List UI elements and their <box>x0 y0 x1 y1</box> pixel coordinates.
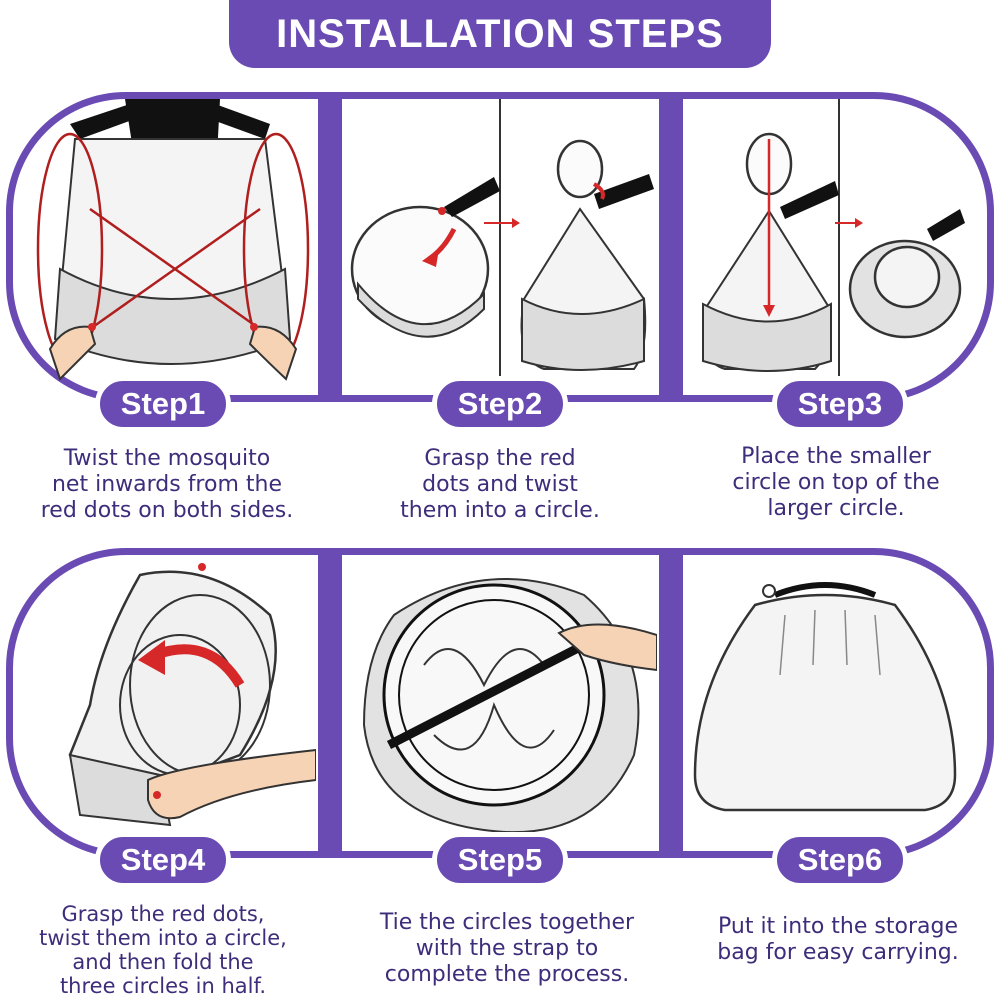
row1-divider-2 <box>659 92 683 402</box>
row2-divider-1 <box>318 548 342 858</box>
step1-line-2: net inwards from the <box>51 472 282 497</box>
step1-badge: Step1 <box>95 376 231 432</box>
step3-line-3: larger circle. <box>767 496 905 521</box>
step2-description: Grasp the red dots and twist them into a… <box>345 446 655 524</box>
step4-line-1: Grasp the red dots, <box>61 902 265 926</box>
step4-line-4: three circles in half. <box>59 974 267 998</box>
step6-line-2: bag for easy carrying. <box>717 940 959 965</box>
step5-illustration <box>344 555 657 851</box>
step4-description: Grasp the red dots, twist them into a ci… <box>8 902 318 998</box>
step1-line-3: red dots on both sides. <box>40 498 294 523</box>
step4-line-3: and then fold the <box>72 950 254 974</box>
step2-line-3: them into a circle. <box>400 498 600 523</box>
step5-badge: Step5 <box>432 832 568 888</box>
step3-description: Place the smaller circle on top of the l… <box>681 444 991 522</box>
step1-description: Twist the mosquito net inwards from the … <box>12 446 322 524</box>
step4-illustration <box>30 555 316 851</box>
step3-line-2: circle on top of the <box>732 470 940 495</box>
row2-divider-2 <box>659 548 683 858</box>
step5-line-2: with the strap to <box>415 936 599 961</box>
step2-illustration <box>344 99 657 395</box>
step3-line-1: Place the smaller <box>741 444 931 469</box>
step6-line-1: Put it into the storage <box>718 914 958 939</box>
step2-badge: Step2 <box>432 376 568 432</box>
step2-line-2: dots and twist <box>422 472 578 497</box>
step3-illustration <box>685 99 965 395</box>
step1-line-1: Twist the mosquito <box>63 446 271 471</box>
step5-line-3: complete the process. <box>384 962 630 987</box>
step4-line-2: twist them into a circle, <box>39 926 287 950</box>
step5-description: Tie the circles together with the strap … <box>352 910 662 988</box>
row1-divider-1 <box>318 92 342 402</box>
step6-description: Put it into the storage bag for easy car… <box>683 914 993 966</box>
title-banner: INSTALLATION STEPS <box>229 0 771 68</box>
step1-illustration <box>30 99 316 395</box>
step6-badge: Step6 <box>772 832 908 888</box>
page-title: INSTALLATION STEPS <box>276 11 724 56</box>
step4-badge: Step4 <box>95 832 231 888</box>
step3-badge: Step3 <box>772 376 908 432</box>
step6-illustration <box>685 555 965 851</box>
step2-line-1: Grasp the red <box>424 446 576 471</box>
step5-line-1: Tie the circles together <box>379 910 635 935</box>
